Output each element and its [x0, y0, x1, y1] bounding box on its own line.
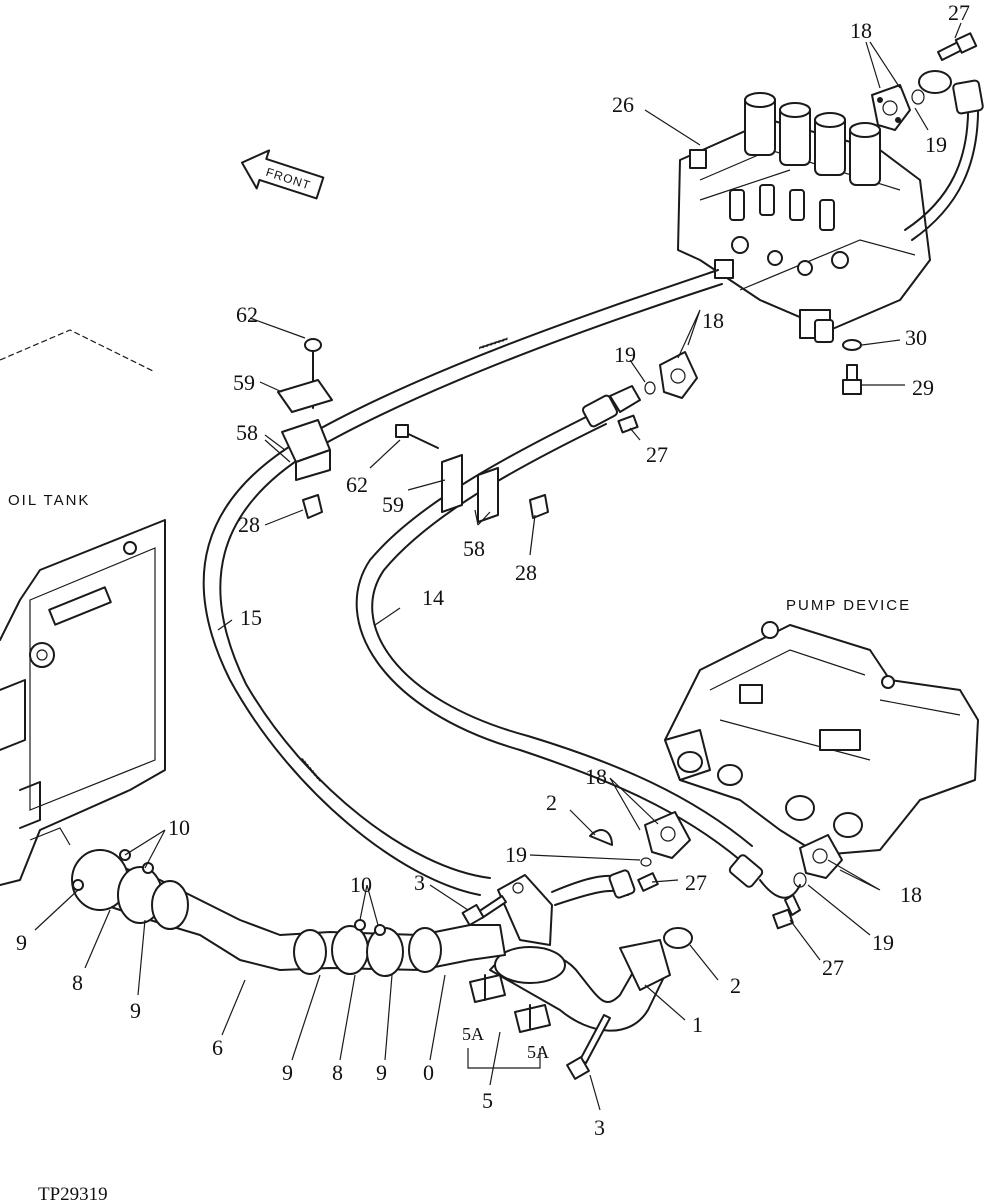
callout-26: 26	[612, 92, 634, 117]
callout-18: 18	[585, 764, 607, 789]
callout-28: 28	[515, 560, 537, 585]
o-ring-pump-right	[793, 872, 807, 888]
callout-29: 29	[912, 375, 934, 400]
callout-14: 14	[422, 585, 444, 610]
return-pipe-assembly	[71, 849, 506, 977]
callout-9: 9	[282, 1060, 293, 1085]
gasket-2-left	[589, 829, 613, 846]
bolt-27-pump-right	[772, 894, 801, 930]
callout-19: 19	[872, 930, 894, 955]
callout-5a: 5A	[527, 1042, 549, 1062]
figure-reference: TP29319	[38, 1184, 108, 1204]
o-ring-pump-left	[640, 857, 652, 867]
callout-numbers: 27 18 19 26 62 59 58 28 18 19 27 30 29 6…	[16, 0, 970, 1140]
hose-15	[202, 269, 719, 896]
split-flange-mid	[659, 351, 698, 399]
callout-0: 0	[423, 1060, 434, 1085]
bolt-3-lower	[566, 1014, 611, 1080]
callout-62: 62	[236, 302, 258, 327]
gasket-2-right	[663, 927, 693, 949]
callout-5: 5	[482, 1088, 493, 1113]
o-ring-top	[911, 89, 925, 105]
callout-3: 3	[414, 870, 425, 895]
callout-6: 6	[212, 1035, 223, 1060]
hose-14-fitting	[582, 394, 618, 428]
bolt-27-top	[937, 32, 978, 61]
callout-58: 58	[236, 420, 258, 445]
callout-9: 9	[16, 930, 27, 955]
bolt-3-upper	[461, 895, 507, 927]
callout-19: 19	[925, 132, 947, 157]
callout-15: 15	[240, 605, 262, 630]
callout-18: 18	[900, 882, 922, 907]
hose-14-end-fitting	[728, 854, 764, 888]
callout-5a: 5A	[462, 1024, 484, 1044]
callout-18: 18	[850, 18, 872, 43]
callout-10: 10	[168, 815, 190, 840]
callout-18: 18	[702, 308, 724, 333]
hose-14	[355, 409, 741, 861]
leader-lines	[34, 22, 962, 1111]
clamp-assembly-mid	[395, 424, 549, 523]
control-valve	[677, 92, 931, 343]
clamp-assembly-upper	[277, 338, 333, 519]
callout-19: 19	[614, 342, 636, 367]
split-flange-top	[871, 84, 911, 131]
bolt-27-mid	[617, 414, 639, 434]
callout-30: 30	[905, 325, 927, 350]
washer-30	[842, 339, 862, 351]
bolt-29	[842, 364, 862, 395]
oil-tank-label: OIL TANK	[8, 492, 90, 509]
hose-fitting-top	[952, 79, 984, 115]
oil-tank	[0, 329, 166, 886]
callout-58: 58	[463, 536, 485, 561]
split-flange-pump-left	[644, 811, 691, 859]
callout-9: 9	[376, 1060, 387, 1085]
callout-27: 27	[685, 870, 707, 895]
callout-3: 3	[594, 1115, 605, 1140]
pump-device	[664, 621, 979, 856]
callout-8: 8	[332, 1060, 343, 1085]
callout-9: 9	[130, 998, 141, 1023]
flange-fitting-top	[918, 70, 952, 94]
callout-59: 59	[233, 370, 255, 395]
bolt-27-pump-left	[637, 872, 659, 892]
callout-27: 27	[646, 442, 668, 467]
callout-8: 8	[72, 970, 83, 995]
pump-device-label: PUMP DEVICE	[786, 597, 911, 614]
callout-62: 62	[346, 472, 368, 497]
callout-2: 2	[546, 790, 557, 815]
o-ring-mid	[644, 381, 656, 395]
callout-1: 1	[692, 1012, 703, 1037]
callout-19: 19	[505, 842, 527, 867]
callout-28: 28	[238, 512, 260, 537]
callout-59: 59	[382, 492, 404, 517]
hose-top-right	[904, 99, 970, 231]
callout-10: 10	[350, 872, 372, 897]
callout-2: 2	[730, 973, 741, 998]
split-flange-pump-right	[799, 834, 843, 879]
callout-27: 27	[948, 0, 970, 25]
return-flange	[497, 874, 553, 946]
suction-elbow-pipe	[489, 939, 671, 1032]
callout-27: 27	[822, 955, 844, 980]
pipe-clamp-5	[469, 974, 551, 1033]
front-arrow: FRONT	[240, 149, 325, 200]
